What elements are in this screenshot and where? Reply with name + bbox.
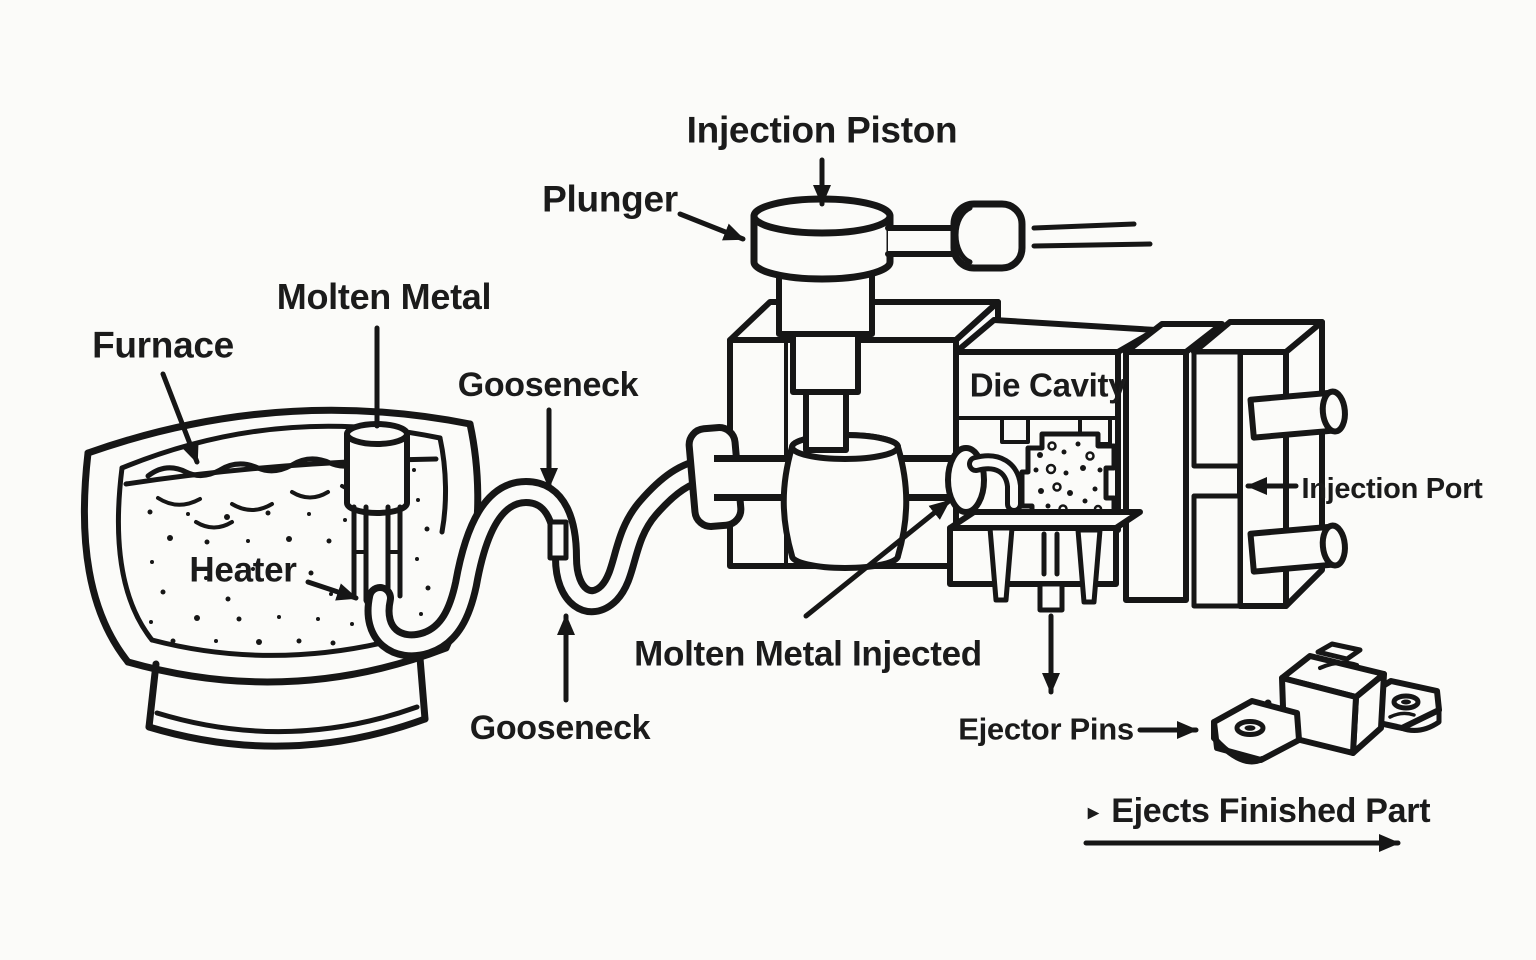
label-heater: Heater <box>189 550 297 590</box>
die-assembly-drawing <box>947 317 1348 613</box>
label-injection-port: Injection Port <box>1301 472 1483 505</box>
label-gooseneck-top: Gooseneck <box>457 366 639 405</box>
heater-cylinder-drawing <box>344 421 410 608</box>
label-ejector-pins: Ejector Pins <box>958 711 1134 747</box>
label-molten-metal: Molten Metal <box>276 276 492 318</box>
annotation-arrows <box>160 157 1401 852</box>
label-injection-piston: Injection Piston <box>686 109 958 151</box>
label-molten-metal-injected: Molten Metal Injected <box>634 634 982 674</box>
injection-piston-drawing <box>750 195 1153 571</box>
molten-metal-speckles <box>147 468 431 646</box>
guide-pin-bottom <box>1247 522 1348 575</box>
triangle-bullet-icon: ▸ <box>1088 801 1099 824</box>
label-die-cavity: Die Cavity <box>969 366 1127 404</box>
label-ejects-finished-part: Ejects Finished Part <box>1111 792 1431 830</box>
guide-pin-top <box>1247 388 1348 441</box>
finished-part-drawing <box>1211 641 1442 765</box>
ejector-pins-drawing <box>947 509 1143 613</box>
die-cavity-speckles <box>1033 441 1103 514</box>
label-gooseneck-bottom: Gooseneck <box>469 709 651 748</box>
label-furnace: Furnace <box>92 324 234 366</box>
ejects-finished-part-caption: ▸ Ejects Finished Part <box>1088 792 1431 831</box>
label-plunger: Plunger <box>542 178 678 220</box>
